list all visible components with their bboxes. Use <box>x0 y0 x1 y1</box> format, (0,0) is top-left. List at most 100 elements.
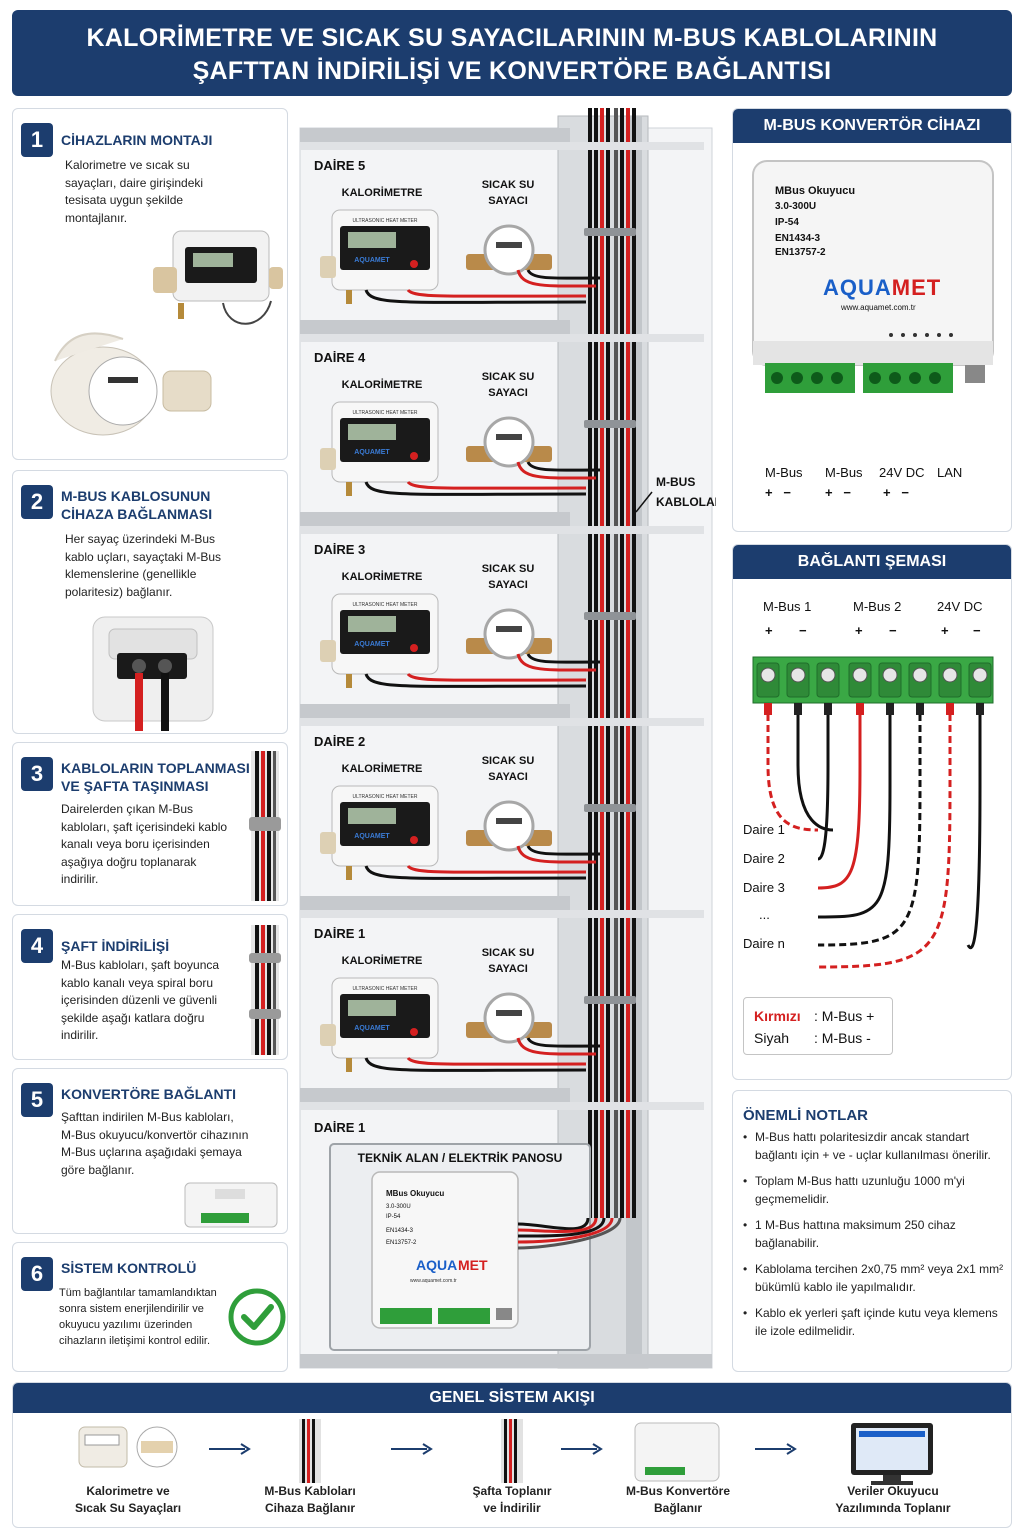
step-card-5: 5 KONVERTÖRE BAĞLANTI Şafttan indirilen … <box>12 1068 288 1234</box>
water-meter-dial <box>483 224 535 276</box>
flow-panel: GENEL SİSTEM AKIŞI Kalorimetre ve Sıcak … <box>12 1382 1012 1528</box>
heat-meter-lcd <box>348 1000 396 1016</box>
flow-step-5-line1: Veriler Okuyucu <box>847 1484 939 1498</box>
heat-meter-illustration <box>50 230 283 436</box>
panel-terminal-block <box>438 1308 490 1324</box>
heat-meter-sensor <box>346 1058 352 1072</box>
legend-black-name: Siyah <box>754 1030 790 1046</box>
step-title: KABLOLARIN TOPLANMASI VE ŞAFTA TAŞINMASI <box>61 760 250 794</box>
cable-clamp <box>584 804 636 812</box>
cable-clamp <box>584 228 636 236</box>
water-meter-label: SICAK SU <box>482 755 535 767</box>
floor-edge <box>300 334 704 342</box>
step-title: CİHAZLARIN MONTAJI <box>61 132 213 148</box>
flow-step-4: M-Bus Konvertöre Bağlanır <box>603 1483 753 1517</box>
floor-edge <box>300 718 704 726</box>
step-body: M-Bus kabloları, şaft boyunca kablo kana… <box>61 958 220 1042</box>
panel-device-std2: EN13757-2 <box>386 1240 417 1246</box>
terminal-label-2: M-Bus <box>825 465 863 480</box>
step-title: M-BUS KABLOSUNUN CİHAZA BAĞLANMASI <box>61 488 213 522</box>
heat-meter-lcd <box>348 232 396 248</box>
heat-meter-cable-black <box>364 1057 587 1072</box>
water-meter-label: SICAK SU <box>482 371 535 383</box>
flow-step-3-line2: ve İndirilir <box>483 1501 541 1515</box>
cable-clamp <box>584 996 636 1004</box>
flow-step-2: M-Bus Kabloları Cihaza Bağlanır <box>235 1483 385 1517</box>
terminal-label-1: M-Bus <box>765 465 803 480</box>
note-item: Toplam M-Bus hattı uzunluğu 1000 m'yi ge… <box>743 1173 1009 1208</box>
flow-step-1-line1: Kalorimetre ve <box>86 1484 170 1498</box>
minus-3: − <box>973 623 981 638</box>
mbus-cable <box>614 108 618 1218</box>
flow-step-4-line1: M-Bus Konvertöre <box>625 1484 730 1498</box>
heat-meter-brand: AQUAMET <box>354 449 390 456</box>
floor-slab <box>300 320 570 338</box>
flow-step-4-line2: Bağlanır <box>653 1501 702 1515</box>
floor-slab <box>300 896 570 914</box>
heat-meter-cable-black <box>364 673 587 688</box>
heat-meter-pipe <box>320 448 336 470</box>
shaft-cable-illustration <box>249 925 281 1055</box>
device-ip: IP-54 <box>775 217 799 228</box>
line-label-1: Daire 1 <box>743 822 785 837</box>
water-meter-cable-black <box>526 845 601 856</box>
floor-label: DAİRE 5 <box>314 158 365 173</box>
step-body: Tüm bağlantılar tamamlandıktan sonra sis… <box>59 1287 217 1347</box>
heat-meter-button <box>410 644 418 652</box>
floor-slab <box>300 1088 570 1106</box>
group-label-3: 24V DC <box>937 599 983 614</box>
floor-label: DAİRE 4 <box>314 350 366 365</box>
water-meter-counter <box>496 434 522 440</box>
heat-meter-sensor <box>346 290 352 304</box>
plus-2: + <box>855 623 863 638</box>
legend-red-name: Kırmızı <box>754 1008 801 1024</box>
heat-meter-button <box>410 1028 418 1036</box>
step-card-1: 1 CİHAZLARIN MONTAJI Kalorimetre ve sıca… <box>12 108 288 460</box>
heat-meter-screen-text: ULTRASONIC HEAT METER <box>352 218 417 224</box>
heat-meter-lcd <box>348 616 396 632</box>
water-meter-counter <box>496 818 522 824</box>
converter-input-cable <box>517 1217 606 1238</box>
water-meter-counter <box>496 242 522 248</box>
step-card-3: 3 KABLOLARIN TOPLANMASI VE ŞAFTA TAŞINMA… <box>12 742 288 906</box>
mbus-cable <box>620 108 624 1218</box>
heat-meter-brand: AQUAMET <box>354 257 390 264</box>
water-meter-cable-red <box>516 461 597 480</box>
step-card-4: 4 ŞAFT İNDİRİLİŞİ M-Bus kabloları, şaft … <box>12 914 288 1060</box>
heat-meter-lcd <box>348 424 396 440</box>
panel-converter-device <box>371 1171 519 1329</box>
floor-edge <box>300 526 704 534</box>
water-meter-label: SAYACI <box>488 195 528 207</box>
flow-step-5-line2: Yazılımında Toplanır <box>835 1501 951 1515</box>
mbus-cable <box>606 108 610 1218</box>
notes-panel: ÖNEMLİ NOTLAR M-Bus hattı polaritesizdir… <box>732 1090 1012 1372</box>
floor-label: DAİRE 3 <box>314 542 365 557</box>
water-meter-dial <box>483 800 535 852</box>
heat-meter-pipe <box>320 1024 336 1046</box>
water-meter-cable-red <box>516 845 597 864</box>
base-slab <box>300 1354 712 1368</box>
floor-label: DAİRE 2 <box>314 734 365 749</box>
panel-device-ip: IP-54 <box>386 1214 401 1220</box>
heat-meter-cable-black <box>364 289 587 304</box>
water-meter-dial <box>483 992 535 1044</box>
mbus-cables-pointer <box>635 491 653 513</box>
water-meter-cable-black <box>526 1037 601 1048</box>
heat-meter-pipe <box>320 832 336 854</box>
brand-met: MET <box>891 275 942 300</box>
line-label-3: Daire 3 <box>743 880 785 895</box>
heat-meter-cable-red <box>406 864 587 874</box>
terminal-signs-1: + − <box>765 485 792 500</box>
cable-clamp <box>584 612 636 620</box>
panel-brand-met: MET <box>458 1257 488 1273</box>
panel-device-std1: EN1434-3 <box>386 1228 414 1234</box>
flow-step-1-line2: Sıcak Su Sayaçları <box>74 1501 182 1515</box>
technical-area-label: TEKNİK ALAN / ELEKTRİK PANOSU <box>358 1150 563 1165</box>
flow-step-2-line1: M-Bus Kabloları <box>264 1484 356 1498</box>
water-meter-label: SAYACI <box>488 771 528 783</box>
panel-device-url: www.aquamet.com.tr <box>410 1278 457 1284</box>
note-item: Kablolama tercihen 2x0,75 mm² veya 2x1 m… <box>743 1261 1009 1296</box>
step-title: SİSTEM KONTROLÜ <box>61 1260 197 1276</box>
note-item: M-Bus hattı polaritesizdir ancak standar… <box>743 1129 1009 1164</box>
